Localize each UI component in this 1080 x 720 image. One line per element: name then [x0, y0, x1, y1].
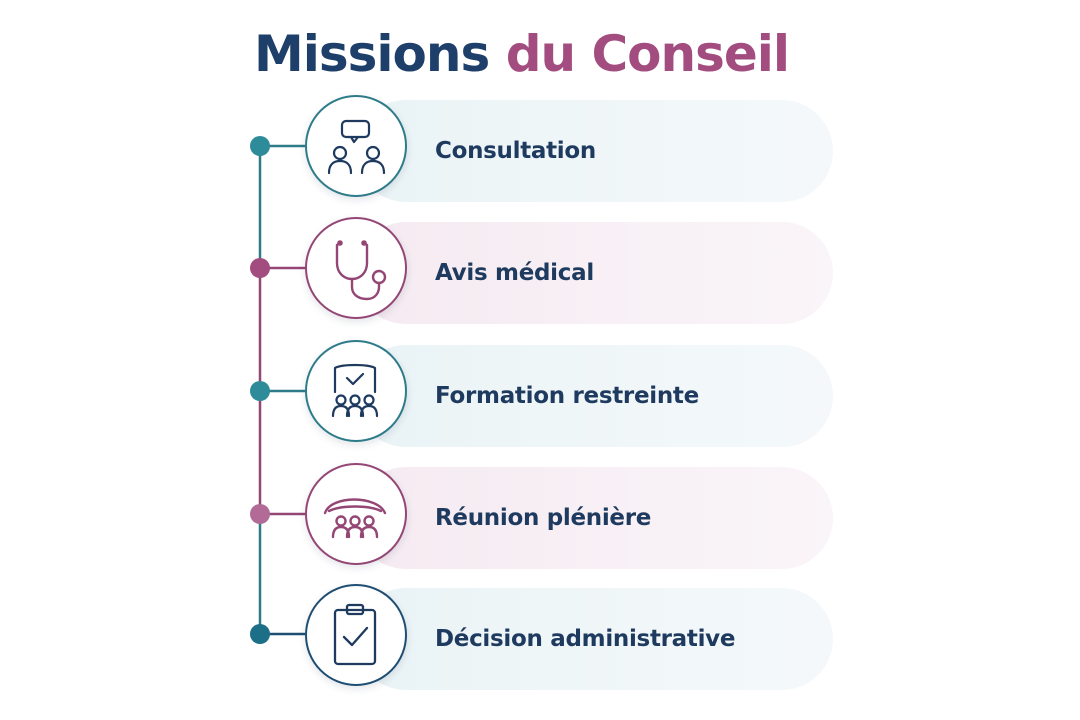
step-card-consultation: Consultation: [355, 100, 833, 202]
stethoscope-icon: [305, 217, 407, 319]
node-dot-4: [250, 504, 270, 524]
step-label: Formation restreinte: [435, 383, 699, 409]
conversation-people-icon: [305, 95, 407, 197]
node-dot-2: [250, 258, 270, 278]
node-dot-1: [250, 136, 270, 156]
node-dot-3: [250, 381, 270, 401]
board-approval-group-icon: [305, 340, 407, 442]
assembly-dome-icon: [305, 463, 407, 565]
title-part-primary: Missions: [254, 25, 490, 83]
page-title: Missions du Conseil: [254, 22, 790, 86]
step-label: Décision administrative: [435, 626, 736, 652]
step-card-reunion-pleniere: Réunion plénière: [355, 467, 833, 569]
step-card-avis-medical: Avis médical: [355, 222, 833, 324]
step-label: Consultation: [435, 138, 596, 164]
title-part-accent: du Conseil: [505, 25, 790, 83]
step-card-decision-administrative: Décision administrative: [355, 588, 833, 690]
step-card-formation-restreinte: Formation restreinte: [355, 345, 833, 447]
node-dot-5: [250, 624, 270, 644]
clipboard-check-icon: [305, 584, 407, 686]
step-label: Réunion plénière: [435, 505, 652, 531]
step-label: Avis médical: [435, 260, 594, 286]
